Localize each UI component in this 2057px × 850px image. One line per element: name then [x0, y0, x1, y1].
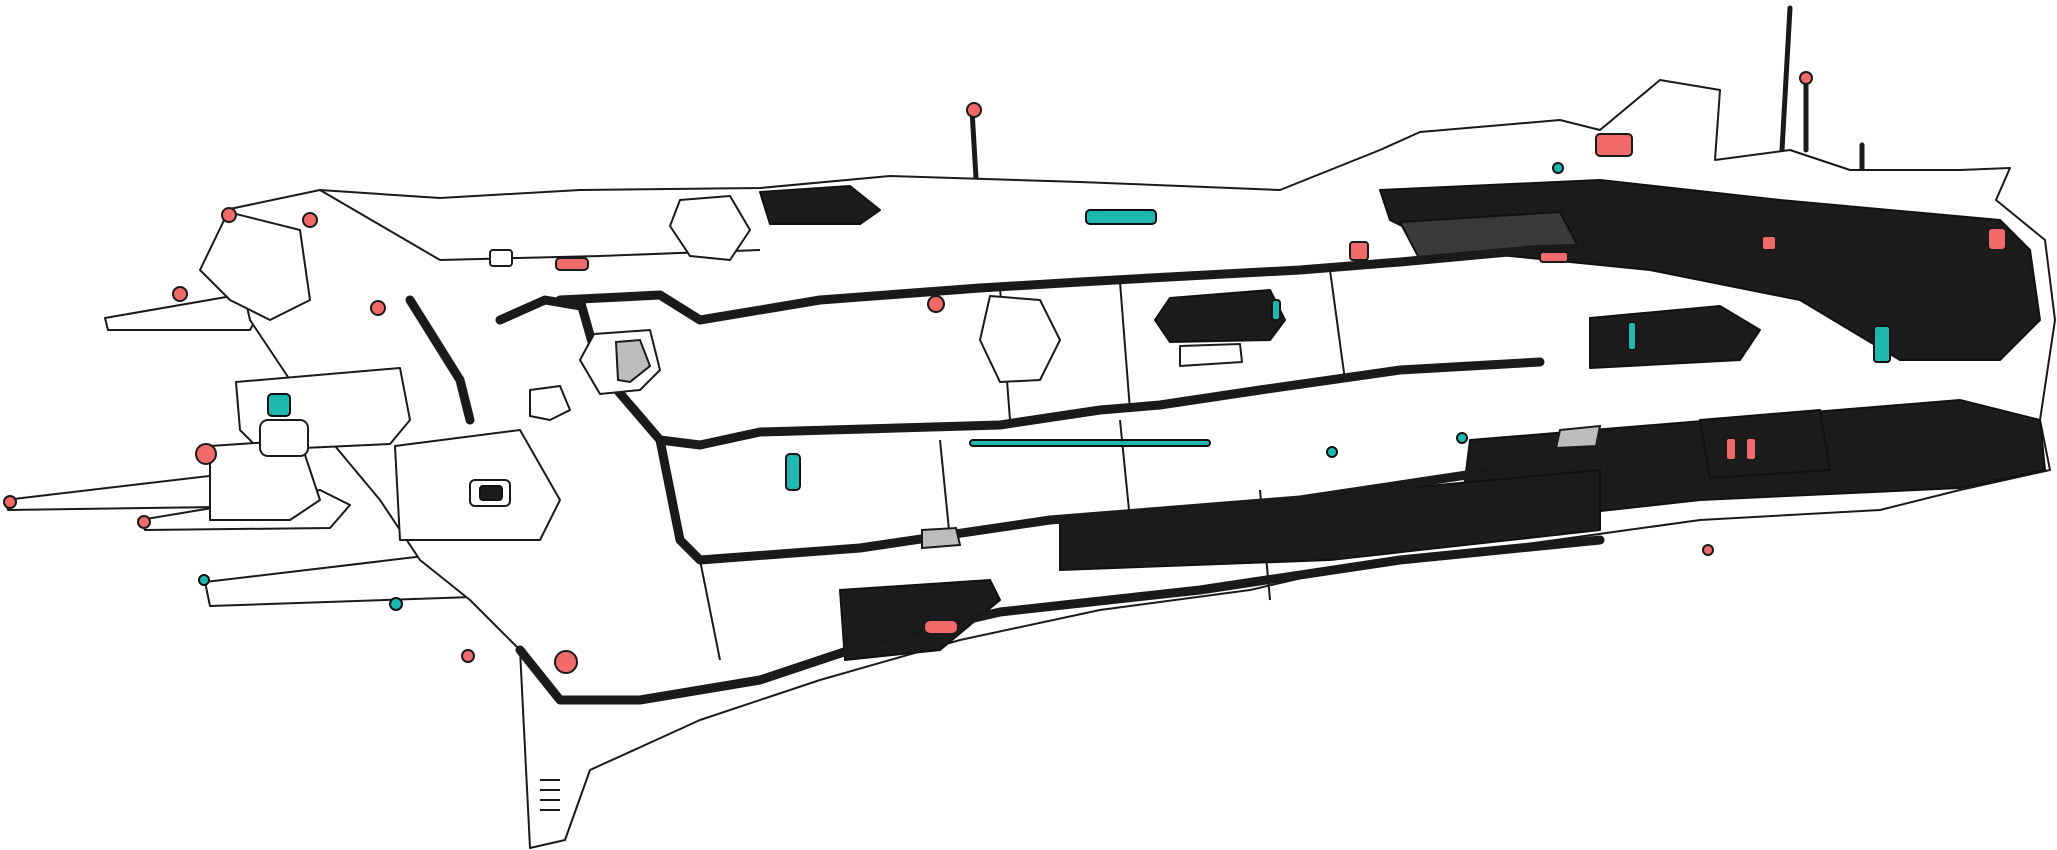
- red-dot-bow-3: [172, 286, 188, 302]
- hull-details: [259, 195, 1602, 550]
- red-dot-bow-1: [221, 207, 237, 223]
- keel-vents: [540, 779, 560, 811]
- teal-aft-grille: [1873, 325, 1891, 363]
- teal-dot-4: [1456, 432, 1468, 444]
- dark-panels: [759, 179, 2046, 661]
- red-dot-bow-2: [302, 212, 318, 228]
- red-aft-lamp: [1987, 227, 2007, 251]
- side-pod: [979, 295, 1061, 383]
- teal-light-top: [1085, 209, 1157, 225]
- bow-hatch-inner: [479, 485, 503, 501]
- red-keel-light: [554, 650, 578, 674]
- red-dot-bow-5: [195, 443, 217, 465]
- panel-line-3: [1119, 281, 1131, 411]
- aft-cylinder-housing: [1589, 305, 1761, 369]
- red-turret-light-2: [1745, 437, 1757, 461]
- bow-port-window: [614, 338, 652, 384]
- antenna-mid: [969, 107, 979, 181]
- teal-accents: [198, 162, 1891, 611]
- red-vent: [1349, 241, 1369, 261]
- red-aft-stripe: [1539, 251, 1569, 263]
- teal-dot-3: [1326, 446, 1338, 458]
- teal-aft-light: [1627, 321, 1637, 351]
- red-sensor-array: [1595, 133, 1633, 157]
- panel-line-4: [1329, 269, 1346, 381]
- teal-dot-2: [198, 574, 210, 586]
- teal-dot-1: [389, 597, 403, 611]
- bow-band: [495, 295, 585, 325]
- red-antenna-tip: [966, 102, 982, 118]
- red-prong-tip: [3, 495, 17, 509]
- upper-band: [555, 241, 1645, 325]
- bow-upper-block: [199, 211, 311, 321]
- panel-line-6: [1119, 419, 1131, 521]
- red-accents: [3, 71, 2007, 674]
- antenna-group: [969, 5, 1865, 181]
- hatch-1: [489, 249, 513, 267]
- red-prong-tip-2: [137, 515, 151, 529]
- teal-cylinder-light: [1271, 299, 1281, 321]
- outline-bands: [405, 241, 1645, 705]
- red-turret-light-1: [1725, 437, 1737, 461]
- panel-line-1: [319, 189, 761, 261]
- hex-hatch: [529, 385, 571, 421]
- hull-silhouette: [224, 79, 2056, 849]
- red-antenna-tip-2: [1799, 71, 1813, 85]
- red-dot-keel: [461, 649, 475, 663]
- panel-line-5: [939, 439, 951, 541]
- cylinder-housing: [1154, 289, 1286, 343]
- teal-vertical-light: [785, 453, 801, 491]
- teal-dot-5: [1552, 162, 1564, 174]
- red-dot-mid: [927, 295, 945, 313]
- bow-vertical-band: [405, 295, 475, 425]
- teal-bow-window: [267, 393, 291, 417]
- red-aft-light: [1761, 235, 1777, 251]
- panel-line-7: [1259, 489, 1271, 601]
- grille: [1179, 343, 1243, 367]
- lower-band: [655, 435, 1505, 565]
- dorsal-pod: [669, 195, 751, 261]
- bow-window-frame: [259, 419, 309, 457]
- red-dot-aft-lower: [1702, 544, 1714, 556]
- mid-dark-band: [1059, 469, 1601, 571]
- panel-lines: [319, 189, 1346, 811]
- grey-vent: [921, 526, 962, 550]
- top-dark-panel-1: [759, 185, 881, 225]
- antenna-main: [1779, 5, 1793, 153]
- aft-grey-vent: [1554, 424, 1602, 450]
- aft-turret-housing: [1699, 409, 1831, 479]
- panel-line-8: [699, 559, 721, 661]
- red-lower-light: [923, 619, 959, 635]
- mid-band: [575, 295, 1545, 450]
- red-dot-bow-4: [370, 300, 386, 316]
- red-bar-top: [555, 257, 589, 271]
- keel-band: [515, 535, 1605, 705]
- teal-strip-mid: [969, 439, 1211, 447]
